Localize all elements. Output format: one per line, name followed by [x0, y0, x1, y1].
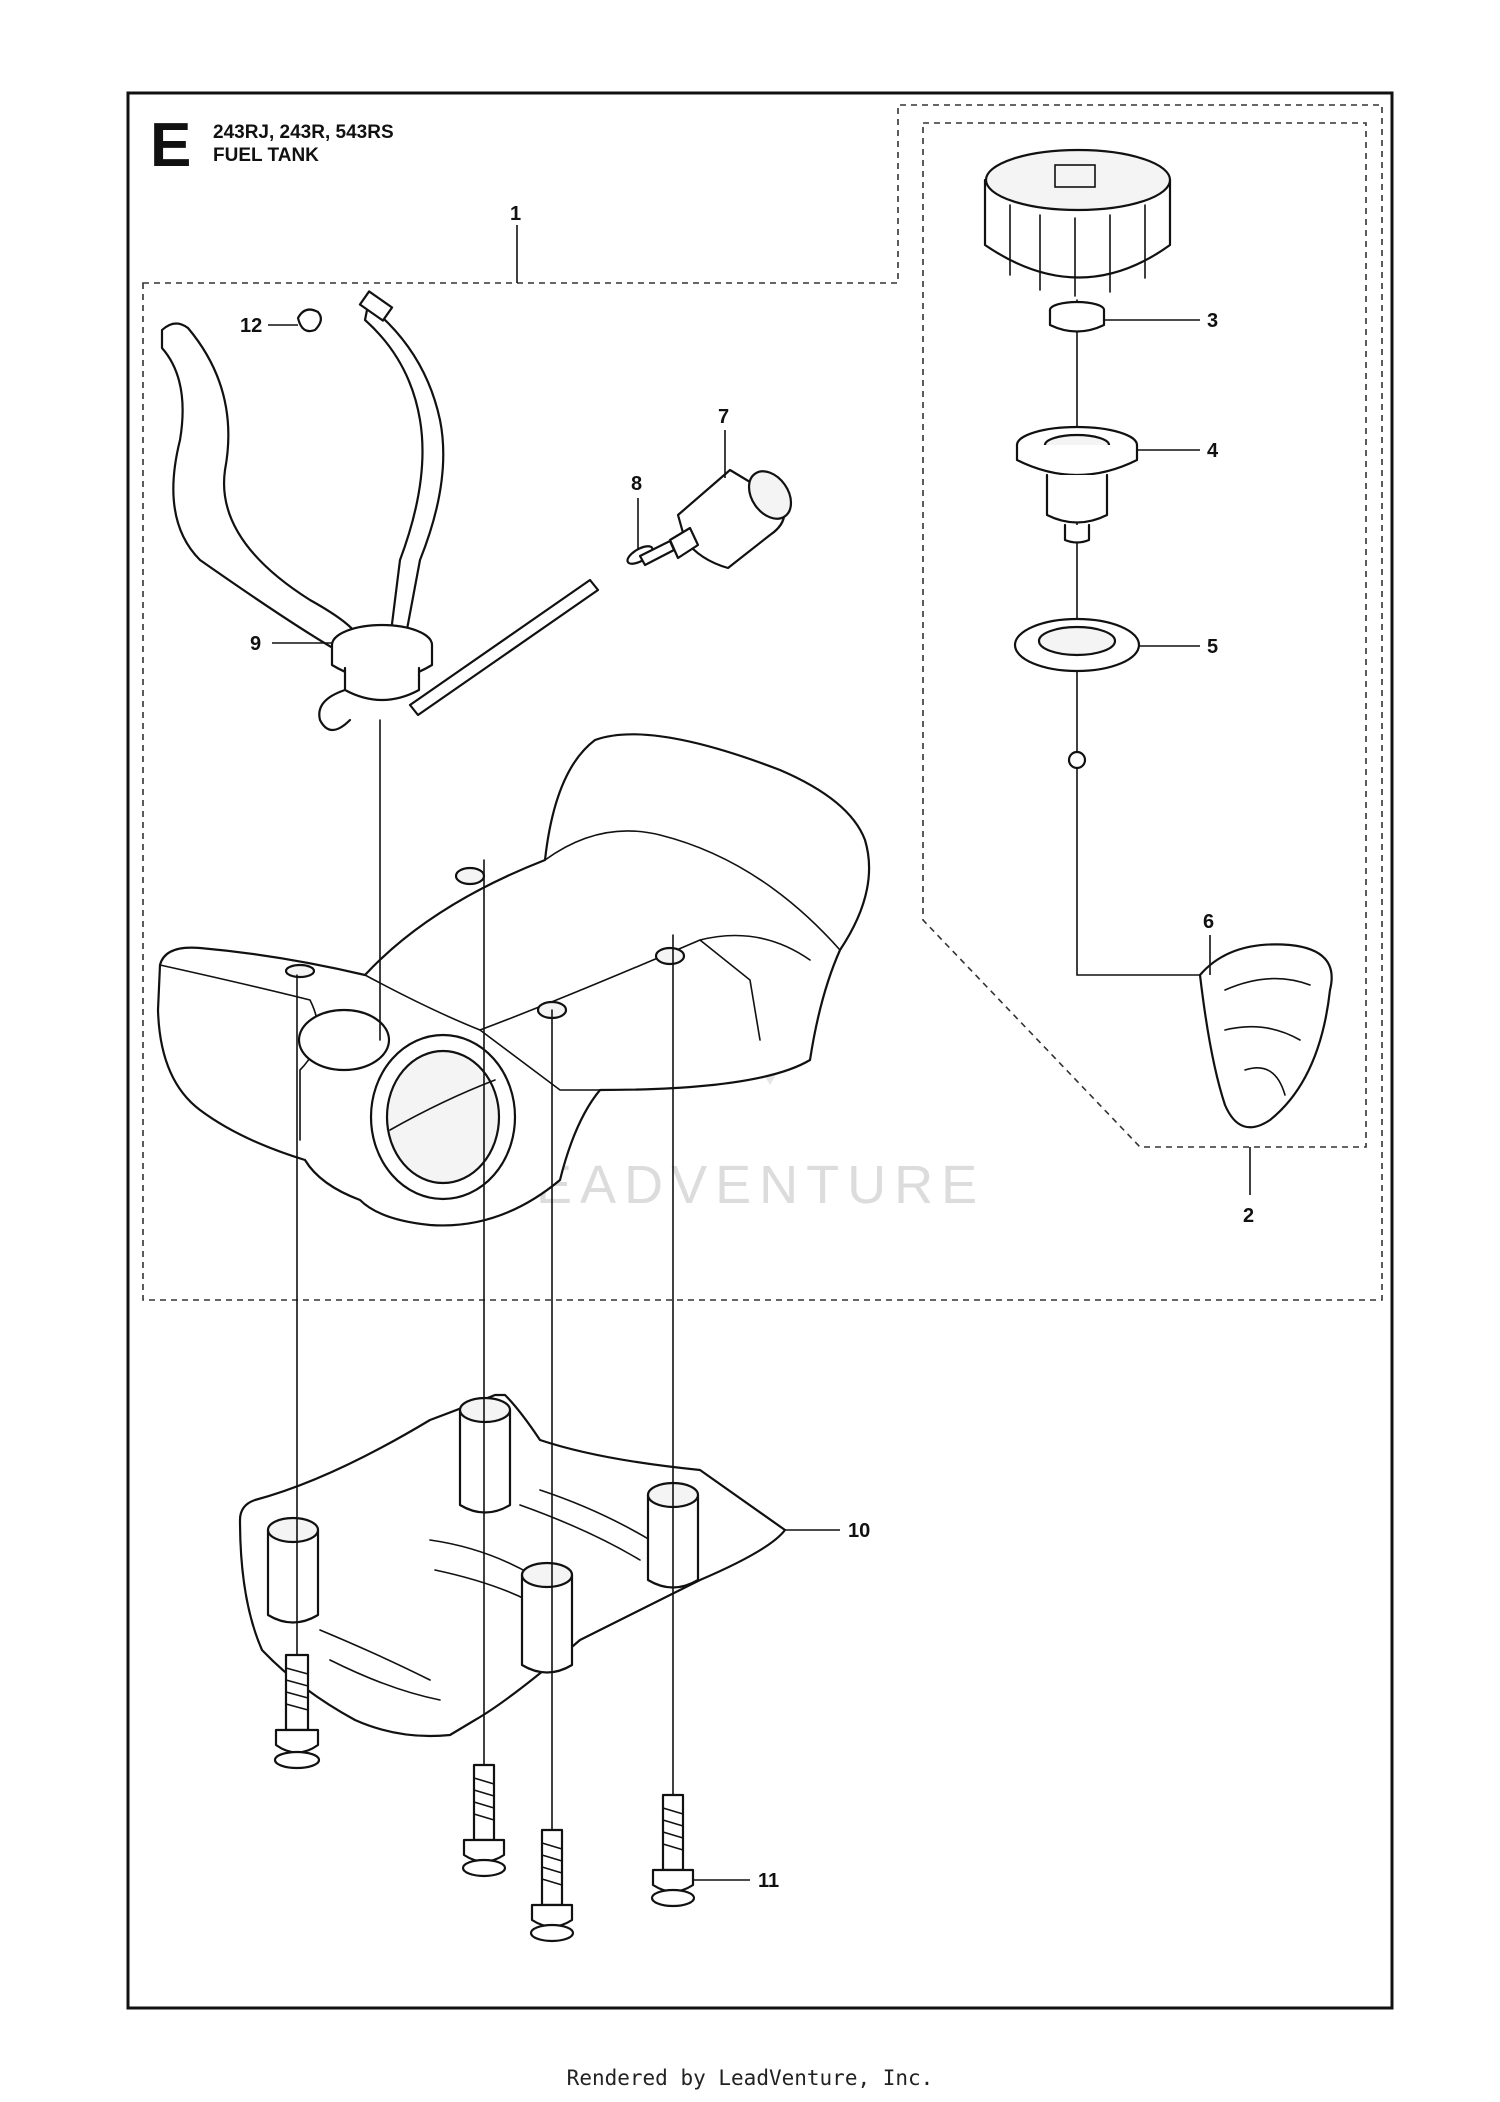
callout-1: 1	[510, 203, 521, 225]
diagram-frame	[126, 91, 1394, 2010]
callout-7: 7	[718, 406, 729, 428]
screw-4	[650, 1793, 696, 1908]
footer-credit: Rendered by LeadVenture, Inc.	[566, 2066, 934, 2090]
washer	[1013, 617, 1141, 673]
callout-8: 8	[631, 473, 642, 495]
model-list: 243RJ, 243R, 543RS	[213, 122, 394, 143]
callout-3: 3	[1207, 310, 1218, 332]
callout-4: 4	[1207, 440, 1219, 462]
screw-2	[461, 1763, 507, 1878]
hose-clip-12	[296, 308, 322, 333]
callout-2: 2	[1243, 1205, 1254, 1227]
pickup-line	[408, 578, 600, 717]
callout-12: 12	[240, 315, 262, 337]
fuel-filter	[638, 468, 793, 570]
skid-boss-c	[520, 1561, 574, 1674]
fuel-hoses	[160, 290, 445, 657]
vent-filler-neck	[1015, 425, 1139, 544]
mounting-axes	[296, 719, 674, 1931]
diagram-title: FUEL TANK	[213, 145, 319, 166]
callout-11: 11	[758, 1870, 779, 1892]
callout-9: 9	[250, 633, 261, 655]
assembly-2-boundary	[922, 122, 1367, 1148]
cap-seal-insert	[1048, 300, 1106, 333]
screw-3	[529, 1828, 575, 1943]
hose-grommet	[318, 623, 434, 732]
skid-boss-b	[266, 1516, 320, 1624]
watermark-text: LEADVENTURE	[498, 1155, 985, 1215]
callout-5: 5	[1207, 636, 1218, 658]
assembly-1-boundary	[142, 104, 1383, 1301]
skid-boss-a	[458, 1396, 512, 1514]
watermark: LEADVENTURE	[498, 910, 985, 1215]
callout-6: 6	[1203, 911, 1214, 933]
retaining-strap	[1067, 750, 1333, 1129]
callout-10: 10	[848, 1520, 870, 1542]
fuel-tank	[156, 733, 871, 1227]
tank-skid-plate	[238, 1393, 787, 1738]
screw-1	[273, 1653, 321, 1770]
section-letter: E	[150, 111, 191, 180]
fuel-cap	[983, 148, 1172, 297]
